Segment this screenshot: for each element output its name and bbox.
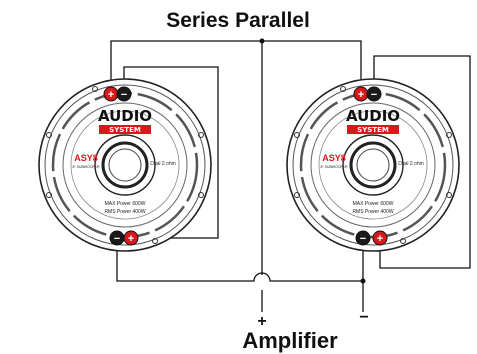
speaker-left: AUDIO SYSTEM ASY8 8" SUBWOOFER Dual 2 oh… — [38, 78, 212, 252]
junction-dot-bottom — [360, 278, 366, 284]
svg-text:+: + — [358, 89, 364, 101]
amplifier-label: Amplifier — [242, 328, 338, 353]
wire-right-jumper — [373, 55, 471, 269]
terminal-left-bottom-positive: + — [123, 230, 139, 246]
model-sub-label: 8" SUBWOOFER — [320, 165, 348, 169]
terminal-left-top-positive: + — [103, 86, 119, 102]
model-sub-label: 8" SUBWOOFER — [72, 165, 100, 169]
terminal-left-top-negative: − — [116, 86, 132, 102]
svg-text:+: + — [108, 89, 114, 101]
svg-text:+: + — [128, 233, 134, 245]
svg-text:−: − — [114, 233, 120, 245]
brand-logo-top: AUDIO — [98, 107, 152, 125]
brand-logo-top: AUDIO — [346, 107, 400, 125]
wire-bottom-negative-bus — [116, 238, 364, 282]
impedance-label: Dual 2 ohm — [398, 161, 424, 167]
terminal-right-top-positive: + — [353, 86, 369, 102]
brand-logo-bottom: SYSTEM — [109, 126, 141, 134]
speaker-right: AUDIO SYSTEM ASY8 8" SUBWOOFER Dual 2 oh… — [286, 78, 460, 252]
max-power-label: MAX Power 600W — [105, 201, 146, 207]
svg-text:−: − — [121, 89, 127, 101]
rms-power-label: RMS Power 400W — [352, 209, 393, 215]
svg-text:−: − — [371, 89, 377, 101]
model-label: ASY8 — [74, 153, 98, 163]
max-power-label: MAX Power 600W — [353, 201, 394, 207]
model-label: ASY8 — [322, 153, 346, 163]
wiring — [110, 40, 471, 312]
wire-left-jumper — [123, 66, 219, 239]
diagram-title: Series Parallel — [166, 9, 310, 32]
brand-logo-bottom: SYSTEM — [357, 126, 389, 134]
terminal-right-top-negative: − — [366, 86, 382, 102]
svg-text:−: − — [360, 233, 366, 245]
amplifier-positive-sign: + — [257, 313, 266, 330]
rms-power-label: RMS Power 400W — [104, 209, 145, 215]
terminal-right-bottom-negative: − — [355, 230, 371, 246]
wire-top-positive-bus — [110, 40, 362, 94]
terminal-right-bottom-positive: + — [372, 230, 388, 246]
amplifier-negative-sign: − — [359, 309, 368, 326]
terminal-left-bottom-negative: − — [109, 230, 125, 246]
junction-dot-top — [259, 38, 265, 44]
svg-text:+: + — [377, 233, 383, 245]
impedance-label: Dual 2 ohm — [150, 161, 176, 167]
